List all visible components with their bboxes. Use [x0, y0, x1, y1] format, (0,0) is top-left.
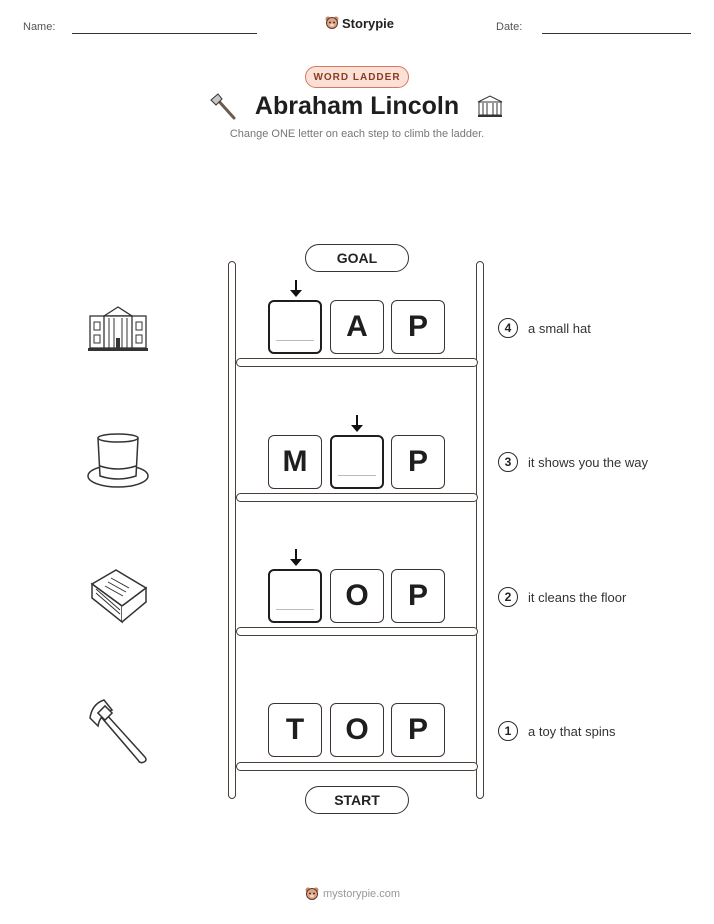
- date-line[interactable]: [542, 33, 691, 34]
- axe-title-icon: [210, 93, 236, 120]
- step-number: 1: [498, 721, 518, 741]
- blank-underline: [338, 475, 376, 476]
- book-icon: [90, 569, 148, 624]
- letter-tile: P: [391, 435, 445, 489]
- white-house-icon: [88, 306, 148, 351]
- brand-logo: Storypie: [325, 15, 394, 31]
- clue-text: it shows you the way: [528, 455, 648, 470]
- letter-tile: P: [391, 300, 445, 354]
- step-number: 3: [498, 452, 518, 472]
- letter-input-blank[interactable]: [268, 300, 322, 354]
- clue-text: it cleans the floor: [528, 590, 627, 605]
- name-label: Name:: [23, 21, 56, 33]
- letter-tile: T: [268, 703, 322, 757]
- letter-tile: P: [391, 703, 445, 757]
- blank-underline: [276, 609, 314, 610]
- ladder-rung: [236, 762, 478, 771]
- down-arrow-icon: [351, 415, 363, 432]
- letter-tile: P: [391, 569, 445, 623]
- instructions: Change ONE letter on each step to climb …: [229, 128, 485, 140]
- start-label: START: [305, 786, 409, 814]
- word-ladder-badge: WORD LADDER: [305, 66, 409, 88]
- clue-text: a small hat: [528, 321, 591, 336]
- bear-mascot-icon: [305, 887, 319, 900]
- name-line[interactable]: [72, 33, 257, 34]
- step-number: 4: [498, 318, 518, 338]
- step-number: 2: [498, 587, 518, 607]
- ladder-left-rail: [228, 261, 236, 799]
- letter-tile: O: [330, 569, 384, 623]
- ladder-rung: [236, 493, 478, 502]
- letter-tile: O: [330, 703, 384, 757]
- ladder-right-rail: [476, 261, 484, 799]
- white-house-title-icon: [477, 95, 503, 117]
- brand-name: Storypie: [342, 15, 395, 31]
- down-arrow-icon: [290, 280, 302, 297]
- top-hat-icon: [87, 433, 149, 488]
- letter-input-blank[interactable]: [330, 435, 384, 489]
- letter-tile: M: [268, 435, 322, 489]
- footer: mystorypie.com: [305, 886, 409, 902]
- clue-text: a toy that spins: [528, 724, 616, 739]
- page-title: Abraham Lincoln: [254, 92, 460, 120]
- ladder-rung: [236, 627, 478, 636]
- date-label: Date:: [496, 21, 523, 33]
- bear-mascot-icon: [325, 16, 339, 29]
- ladder-rung: [236, 358, 478, 367]
- letter-tile: A: [330, 300, 384, 354]
- blank-underline: [276, 340, 314, 341]
- letter-input-blank[interactable]: [268, 569, 322, 623]
- down-arrow-icon: [290, 549, 302, 566]
- footer-url[interactable]: mystorypie.com: [323, 888, 401, 900]
- goal-label: GOAL: [305, 244, 409, 272]
- axe-icon: [89, 699, 147, 764]
